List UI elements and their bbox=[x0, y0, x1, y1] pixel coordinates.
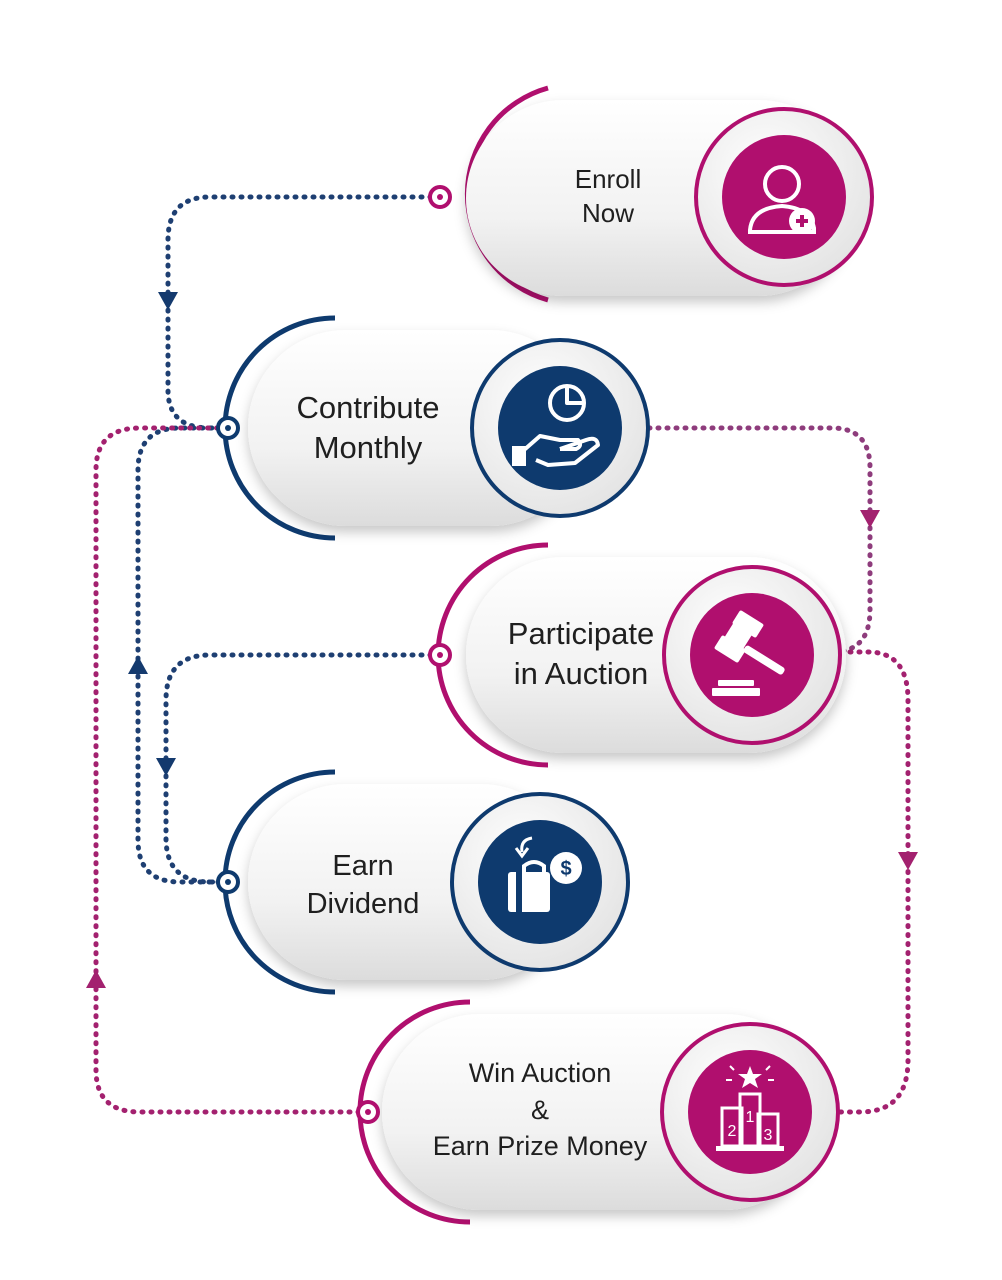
step-win: 2 1 3 bbox=[356, 999, 840, 1225]
step-label-line: Monthly bbox=[313, 430, 423, 465]
step-label-enroll: Enroll Now bbox=[520, 148, 696, 246]
arrow-down-contribute bbox=[860, 510, 880, 528]
user-add-icon bbox=[748, 165, 816, 234]
connector-dividend-to-contribute bbox=[135, 425, 231, 885]
step-label-line: Participate bbox=[507, 615, 655, 651]
arrow-up-win bbox=[86, 970, 106, 988]
podium-icon: 2 1 3 bbox=[716, 1065, 784, 1151]
step-label-line: Earn bbox=[332, 850, 394, 883]
step-label-line: Dividend bbox=[306, 888, 420, 920]
arrow-down-enroll bbox=[158, 292, 178, 310]
step-enroll bbox=[428, 85, 874, 303]
connector-auction-to-win bbox=[827, 649, 911, 1115]
icon-disc bbox=[688, 1050, 812, 1174]
step-contribute bbox=[216, 315, 650, 541]
podium-number: 3 bbox=[764, 1127, 773, 1144]
podium-number: 2 bbox=[728, 1123, 737, 1140]
step-label-auction: Participate in Auction bbox=[476, 602, 686, 706]
hand-pie-chart-icon bbox=[512, 384, 600, 467]
icon-disc bbox=[498, 366, 622, 490]
step-label-dividend: Earn Dividend bbox=[278, 834, 448, 938]
step-label-line: Enroll bbox=[574, 164, 642, 195]
icon-disc bbox=[722, 135, 846, 259]
step-auction bbox=[428, 542, 846, 768]
step-label-contribute: Contribute Monthly bbox=[268, 376, 468, 480]
gavel-icon bbox=[712, 610, 785, 696]
step-label-win: Win Auction & Earn Prize Money bbox=[400, 1050, 680, 1170]
arrow-down-win bbox=[898, 852, 918, 870]
bag-dollar-icon: $ bbox=[508, 836, 582, 912]
step-label-line: in Auction bbox=[513, 656, 649, 691]
podium-number: 1 bbox=[746, 1109, 755, 1126]
step-label-line: & bbox=[530, 1094, 549, 1125]
arrow-up-dividend bbox=[128, 656, 148, 674]
step-label-line: Win Auction bbox=[468, 1058, 612, 1089]
arrow-down-auction bbox=[156, 758, 176, 776]
flow-arrowheads bbox=[86, 292, 918, 988]
step-label-line: Earn Prize Money bbox=[432, 1131, 648, 1162]
step-label-line: Contribute bbox=[296, 389, 440, 425]
svg-text:$: $ bbox=[560, 858, 571, 880]
step-dividend: $ bbox=[216, 769, 630, 995]
step-label-line: Now bbox=[581, 198, 634, 228]
connector-contribute-to-auction bbox=[637, 425, 873, 655]
